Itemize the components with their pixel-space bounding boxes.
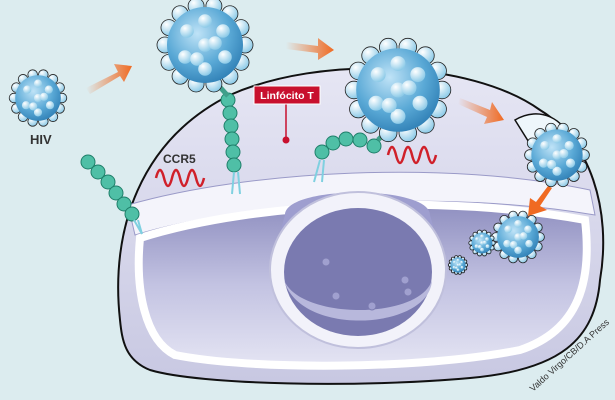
nucleus-floor <box>284 280 432 321</box>
receptor-bead <box>352 132 368 148</box>
hiv-virus <box>8 69 68 127</box>
lymphocyte-label: Linfócito T <box>260 90 314 102</box>
receptor-bead <box>222 105 238 121</box>
receptor-bead <box>116 196 132 212</box>
nucleus-inner <box>284 208 432 336</box>
receptor-bead <box>338 131 354 147</box>
receptor-bead <box>325 135 341 151</box>
viral-particle <box>403 287 413 297</box>
hiv-virus <box>156 0 254 93</box>
arrow-icon <box>458 98 504 124</box>
viral-particle <box>321 257 331 267</box>
arrow-icon <box>528 186 552 216</box>
ccr5-label: CCR5 <box>163 152 196 166</box>
arrow-icon <box>86 64 132 94</box>
receptor-bead <box>223 118 239 134</box>
hiv-virus <box>468 229 496 257</box>
ccr5-receptor-right <box>386 145 438 165</box>
receptor-bead <box>225 144 241 160</box>
receptor-bead <box>100 174 116 190</box>
hiv-virus <box>491 210 545 264</box>
receptor-bead <box>90 164 106 180</box>
lymphocyte-pointer-dot <box>282 136 290 144</box>
receptor-bead <box>224 131 240 147</box>
receptor-bead <box>124 206 140 222</box>
receptor-bead <box>226 157 242 173</box>
receptor-bead <box>80 154 96 170</box>
viral-particle <box>367 301 377 311</box>
arrow-icon <box>286 38 334 60</box>
viral-particle <box>331 291 341 301</box>
hiv-virus <box>524 122 590 188</box>
cd4-receptor-chains <box>80 83 394 235</box>
receptor-bead <box>108 185 124 201</box>
viral-particle <box>400 275 410 285</box>
ccr5-receptor-left <box>154 168 206 188</box>
hiv-virus <box>447 255 468 275</box>
receptor-bead <box>366 138 382 154</box>
lymphocyte-label-box <box>253 85 321 105</box>
receptor-bead <box>314 144 330 160</box>
hiv-virus <box>344 37 452 143</box>
hiv-label: HIV <box>30 132 52 147</box>
